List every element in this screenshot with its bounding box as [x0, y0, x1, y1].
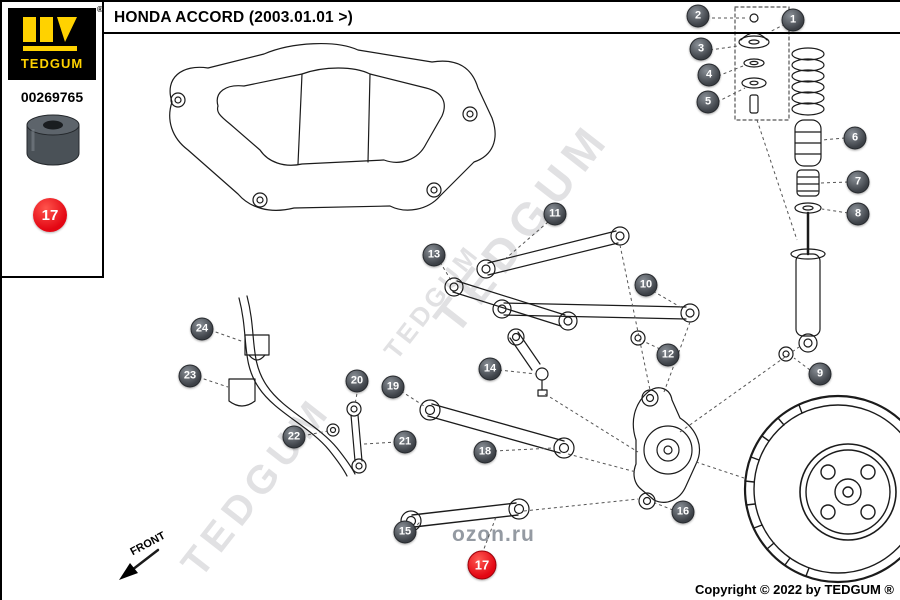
copyright: Copyright © 2022 by TEDGUM ® [694, 582, 894, 597]
coil-spring [791, 47, 825, 116]
brand-name: TEDGUM [20, 56, 84, 71]
subframe [169, 43, 496, 211]
tedgum-logo-glyph [23, 17, 77, 51]
registered-mark: ® [97, 5, 103, 14]
stabilizer-bar [228, 295, 367, 477]
watermark-ozon: ozon.ru [452, 523, 535, 546]
header-divider [103, 32, 900, 34]
knuckle [630, 330, 701, 510]
wheel [743, 394, 900, 584]
page-title: HONDA ACCORD (2003.01.01 >) [114, 9, 353, 26]
bushing-product-image [26, 114, 80, 166]
shock-absorber [778, 119, 826, 362]
tedgum-logo: TEDGUM [8, 8, 96, 80]
part-number: 00269765 [20, 89, 84, 105]
side-panel: TEDGUM ® 00269765 17 [2, 2, 104, 278]
control-arms [400, 226, 700, 532]
strut-mount-parts [734, 6, 790, 121]
front-arrow [119, 548, 160, 580]
part-position-badge: 17 [33, 198, 67, 232]
